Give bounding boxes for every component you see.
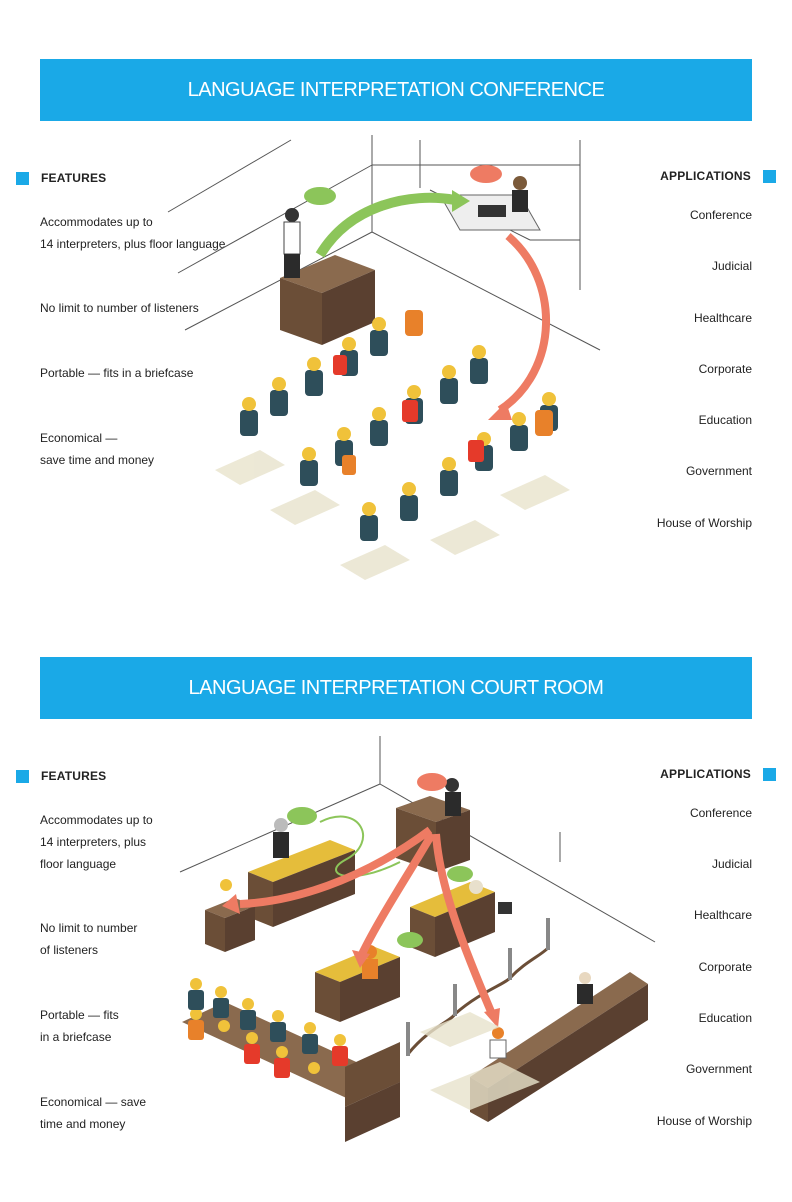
podium [280,208,375,345]
red-arrow-heads [222,894,500,1028]
green-speech-bubble-icon [397,932,423,948]
courtroom-app-healthcare: Healthcare [693,908,752,922]
conference-app-education: Education [698,413,752,427]
red-arrows [239,826,496,1016]
courtroom-feature-2: No limit to number of listeners [40,921,138,957]
square-bullet-icon [16,171,29,185]
conference-app-corporate: Corporate [698,362,752,376]
green-arrow-head [452,190,470,212]
red-arrow-head [488,402,512,420]
jury-box [182,978,400,1142]
square-bullet-icon [763,767,776,781]
defense-desk [315,945,400,1022]
courtroom-title: LANGUAGE INTERPRETATION COURT ROOM [188,676,604,699]
conference-feature-1: Accommodates up to 14 interpreters, plus… [40,215,226,251]
conference-feature-2: No limit to number of listeners [40,301,199,315]
green-speech-bubble-icon [447,866,473,882]
floor-shadows [420,1012,540,1110]
square-bullet-icon [763,169,776,183]
green-speech-bubble-icon [287,807,317,825]
courtroom-app-corporate: Corporate [698,960,752,974]
interpreter-booth [439,176,541,231]
red-speech-bubble-icon [417,773,447,791]
conference-app-judicial: Judicial [711,259,752,273]
courtroom-feature-4: Economical — save time and money [40,1095,147,1131]
courtroom-app-judicial: Judicial [711,857,752,871]
conference-title: LANGUAGE INTERPRETATION CONFERENCE [187,78,605,101]
courtroom-applications-heading: APPLICATIONS [660,767,776,781]
conference-feature-4: Economical — save time and money [40,431,155,467]
conference-feature-3: Portable — fits in a briefcase [40,366,194,380]
gallery-bench [470,972,648,1122]
judge-bench [396,778,470,872]
counsel-desk-left [248,818,355,927]
green-arrow [315,192,456,258]
courtroom-features-heading: FEATURES [16,769,106,783]
conference-banner: LANGUAGE INTERPRETATION CONFERENCE [40,59,752,121]
barrier-posts [406,918,550,1056]
courtroom-feature-3: Portable — fits in a briefcase [40,1008,119,1044]
courtroom-app-house-of-worship: House of Worship [656,1114,752,1128]
conference-illustration [167,135,601,580]
square-bullet-icon [16,769,29,783]
conference-features-heading: FEATURES [16,171,106,185]
courtroom-feature-1: Accommodates up to 14 interpreters, plus… [40,813,153,871]
courtroom-app-education: Education [698,1011,752,1025]
courtroom-illustration [179,736,656,1142]
audience-seating [215,310,570,580]
stenographer-desk [205,879,255,952]
conference-app-house-of-worship: House of Worship [656,516,752,530]
conference-applications-heading: APPLICATIONS [660,169,776,183]
courtroom-app-conference: Conference [689,806,752,820]
barrier-ropes [406,946,550,1055]
conference-app-government: Government [685,464,752,478]
courtroom-banner: LANGUAGE INTERPRETATION COURT ROOM [40,657,752,719]
green-speech-bubble-icon [304,187,336,205]
red-arrow [497,232,550,414]
courtroom-app-government: Government [685,1062,752,1076]
room-walls [167,135,601,351]
conference-app-conference: Conference [689,208,752,222]
red-speech-bubble-icon [470,165,502,183]
conference-app-healthcare: Healthcare [693,311,752,325]
